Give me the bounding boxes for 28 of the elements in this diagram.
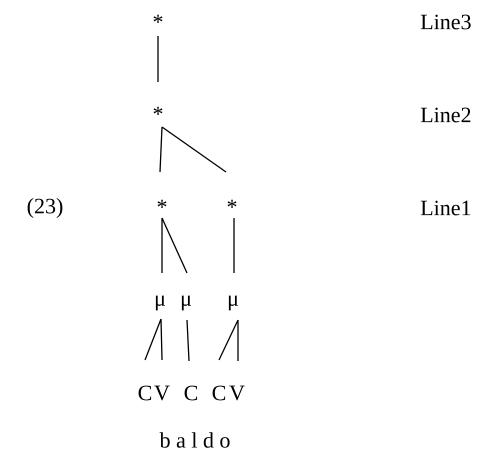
tree-line: [159, 126, 163, 172]
example-number: (23): [28, 198, 62, 218]
mora-symbol: μ: [182, 296, 191, 310]
segment-letter: V: [154, 386, 170, 400]
tree-line: [144, 318, 162, 360]
segment-letter: V: [229, 386, 245, 400]
segment-letter: C: [184, 386, 198, 400]
tier-label: Line3: [420, 14, 471, 30]
segment-letter: C: [212, 386, 226, 400]
tree-line: [160, 318, 163, 360]
segment-string: b a l d o: [160, 432, 230, 448]
tree-line: [218, 320, 239, 360]
mora-symbol: μ: [228, 296, 238, 310]
tree-line: [161, 218, 163, 273]
tree-line: [162, 126, 226, 173]
tree-line: [157, 36, 159, 82]
tier-label: Line1: [420, 200, 470, 216]
mora-symbol: μ: [156, 296, 165, 310]
tree-line: [237, 320, 239, 361]
tier-label: Line2: [420, 108, 470, 122]
grid-mark: *: [158, 200, 166, 208]
grid-mark: *: [228, 200, 236, 208]
tree-line: [161, 218, 188, 274]
segment-letter: C: [138, 386, 152, 400]
grid-mark: *: [154, 106, 162, 115]
tree-line: [186, 320, 190, 362]
tree-line: [233, 218, 235, 273]
grid-mark: *: [154, 14, 162, 23]
